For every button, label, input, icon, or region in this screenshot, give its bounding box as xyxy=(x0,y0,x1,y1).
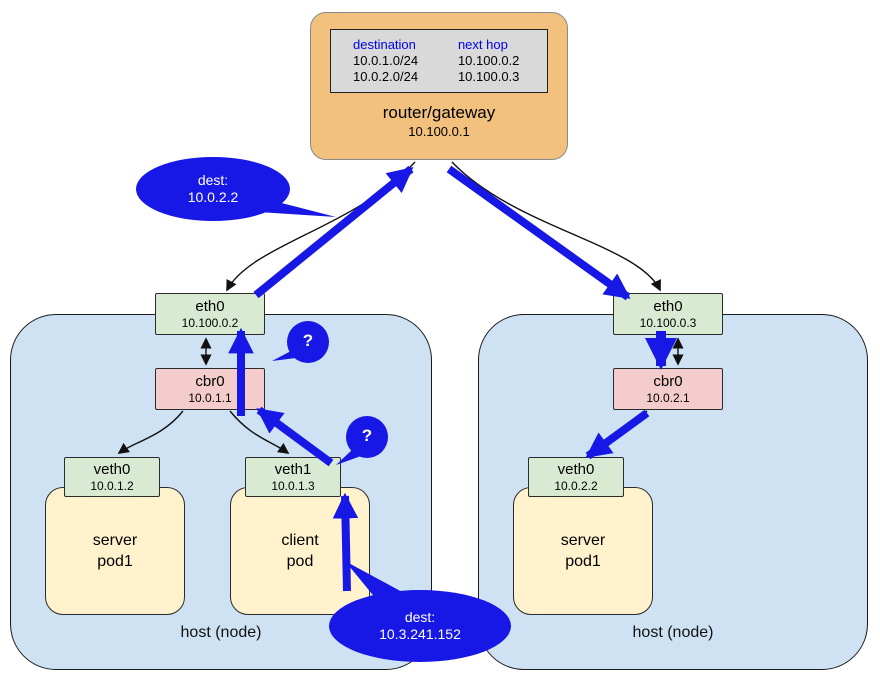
routing-table-row2-destination: 10.0.2.0/24 xyxy=(353,69,419,84)
left-client-pod-line1: client xyxy=(281,532,319,549)
right-veth0-name: veth0 xyxy=(557,461,595,478)
left-eth0-name: eth0 xyxy=(195,298,225,315)
left-veth0-name: veth0 xyxy=(93,461,131,478)
right-cbr0-ip: 10.0.2.1 xyxy=(646,391,690,405)
left-client-pod: client pod xyxy=(230,487,370,615)
callout-dest-left-line1: dest: xyxy=(197,172,229,188)
right-server-pod: server pod1 xyxy=(513,487,653,615)
left-client-pod-line2: pod xyxy=(286,553,314,570)
left-veth0-ip: 10.0.1.2 xyxy=(90,479,134,493)
left-eth0: eth0 10.100.0.2 xyxy=(155,293,265,335)
callout-dest-left-line2: 10.0.2.2 xyxy=(187,189,239,205)
left-server-pod-line1: server xyxy=(92,532,138,549)
left-server-pod-line2: pod1 xyxy=(97,553,133,570)
routing-table-row1-destination: 10.0.1.0/24 xyxy=(353,53,419,68)
right-cbr0: cbr0 10.0.2.1 xyxy=(613,368,723,410)
routing-table-row1-nexthop: 10.100.0.2 xyxy=(457,53,520,68)
routing-table-row2-nexthop: 10.100.0.3 xyxy=(457,69,520,84)
right-veth0: veth0 10.0.2.2 xyxy=(528,457,624,497)
left-cbr0-name: cbr0 xyxy=(195,373,225,390)
left-cbr0-ip: 10.0.1.1 xyxy=(188,391,232,405)
left-host-label: host (node) xyxy=(180,624,262,641)
left-veth0: veth0 10.0.1.2 xyxy=(64,457,160,497)
right-veth0-ip: 10.0.2.2 xyxy=(554,479,598,493)
routing-table: destination next hop 10.0.1.0/24 10.100.… xyxy=(330,29,548,93)
left-server-pod: server pod1 xyxy=(45,487,185,615)
right-server-pod-line1: server xyxy=(560,532,606,549)
packet-arrow-router-to-right-eth0 xyxy=(446,165,631,301)
router-title: router/gateway xyxy=(382,103,496,122)
callout-dest-left-text: dest: 10.0.2.2 xyxy=(133,172,293,206)
right-eth0: eth0 10.100.0.3 xyxy=(613,293,723,335)
router-ip: 10.100.0.1 xyxy=(408,124,470,139)
right-host-label: host (node) xyxy=(632,624,714,641)
connector-router-to-right-eth0 xyxy=(451,161,661,292)
left-veth1: veth1 10.0.1.3 xyxy=(245,457,341,497)
router-gateway: destination next hop 10.0.1.0/24 10.100.… xyxy=(310,12,568,160)
right-cbr0-name: cbr0 xyxy=(653,373,683,390)
right-eth0-ip: 10.100.0.3 xyxy=(639,316,697,330)
left-veth1-ip: 10.0.1.3 xyxy=(271,479,315,493)
callout-dest-bottom-text: dest: 10.3.241.152 xyxy=(330,609,510,643)
left-eth0-ip: 10.100.0.2 xyxy=(181,316,239,330)
callout-question-top-text: ? xyxy=(302,331,314,350)
left-cbr0: cbr0 10.0.1.1 xyxy=(155,368,265,410)
routing-table-header-nexthop: next hop xyxy=(457,37,508,52)
left-veth1-name: veth1 xyxy=(274,461,312,478)
callout-question-bottom-text: ? xyxy=(361,426,373,445)
routing-table-header-destination: destination xyxy=(353,37,416,52)
callout-dest-bottom-line2: 10.3.241.152 xyxy=(379,626,461,642)
right-eth0-name: eth0 xyxy=(653,298,683,315)
callout-dest-bottom-line1: dest: xyxy=(404,609,436,625)
right-server-pod-line2: pod1 xyxy=(565,553,601,570)
